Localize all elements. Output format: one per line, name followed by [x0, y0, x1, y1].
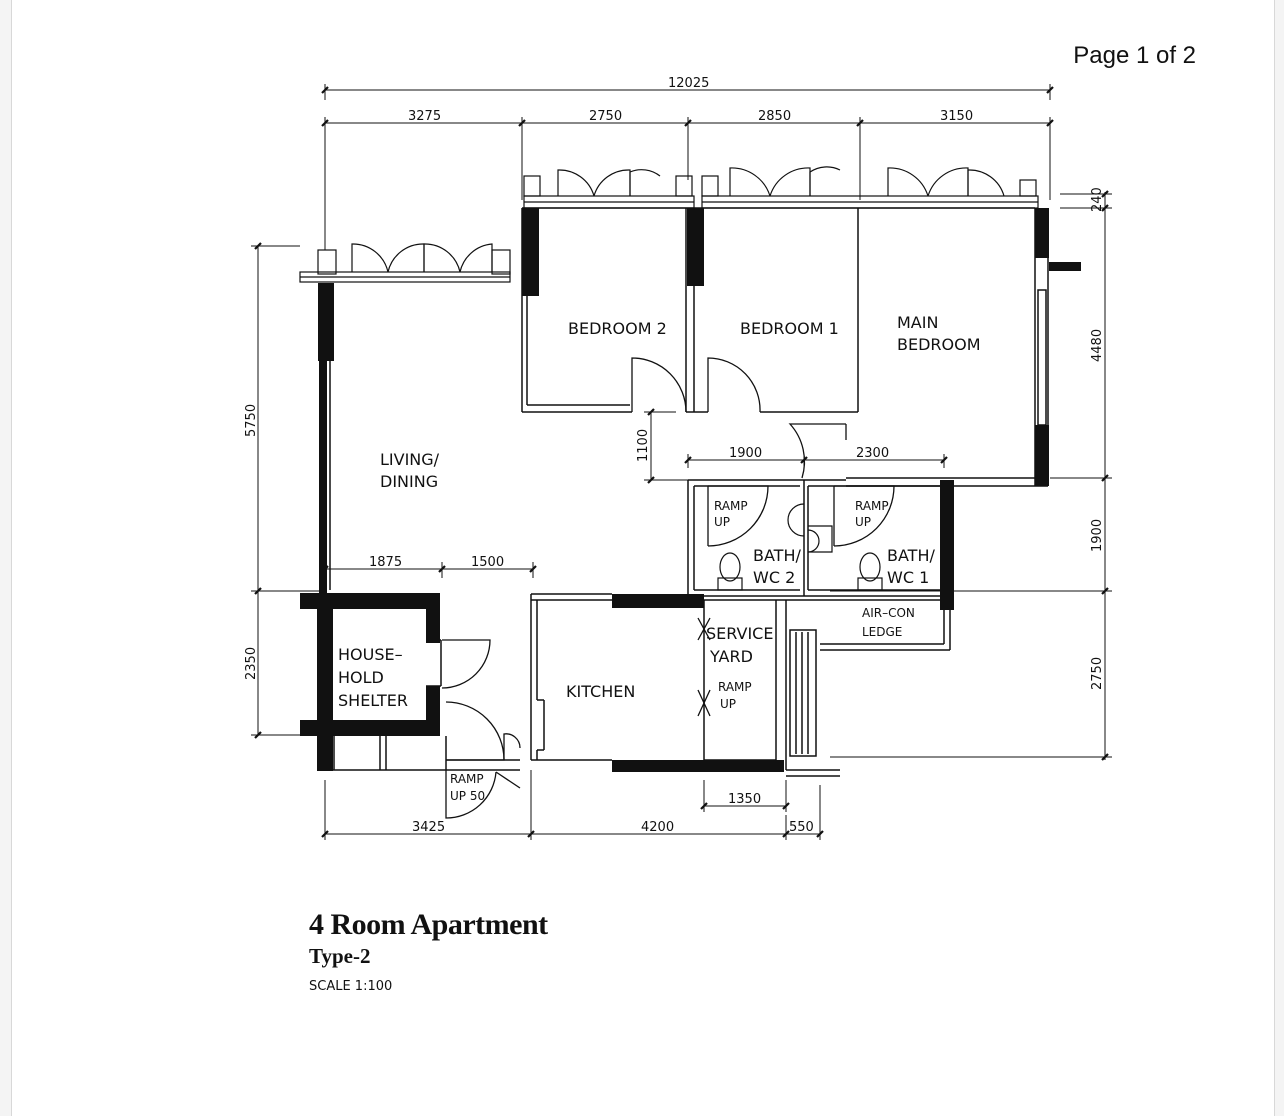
- ramp-entry-line2: UP 50: [450, 789, 485, 803]
- dim-right-2750: 2750: [1090, 657, 1105, 690]
- dim-inner-2300: 2300: [856, 446, 889, 461]
- ramp-bath1-line1: RAMP: [855, 499, 889, 513]
- room-living-dining-line2: DINING: [380, 472, 438, 491]
- dim-bottom-3425: 3425: [412, 820, 445, 835]
- thick-walls: [300, 208, 1081, 772]
- plan-title: 4 Room Apartment: [309, 908, 548, 941]
- room-service-yard-line2: YARD: [709, 647, 753, 666]
- room-living-dining-line1: LIVING/: [380, 450, 440, 469]
- document-page: [11, 0, 1275, 1116]
- dim-left-2350: 2350: [244, 647, 259, 680]
- dim-left-5750: 5750: [244, 404, 259, 437]
- room-labels: BEDROOM 2 BEDROOM 1 MAIN BEDROOM LIVING/…: [338, 313, 981, 803]
- room-main-bedroom-line2: BEDROOM: [897, 335, 981, 354]
- title-block: 4 Room Apartment Type-2 SCALE 1:100: [309, 908, 548, 994]
- dim-right-4480: 4480: [1090, 329, 1105, 362]
- ramp-service-line2: UP: [720, 697, 736, 711]
- dim-top-3275: 3275: [408, 109, 441, 124]
- dim-top-2750: 2750: [589, 109, 622, 124]
- ramp-bath2-line2: UP: [714, 515, 730, 529]
- ramp-bath1-line2: UP: [855, 515, 871, 529]
- room-bedroom-1: BEDROOM 1: [740, 319, 839, 338]
- room-shelter-line2: HOLD: [338, 668, 384, 687]
- dim-right-1900: 1900: [1090, 519, 1105, 552]
- room-bath1-line1: BATH/: [887, 546, 935, 565]
- room-kitchen: KITCHEN: [566, 682, 635, 701]
- room-bedroom-2: BEDROOM 2: [568, 319, 667, 338]
- plan-subtitle: Type-2: [309, 944, 371, 968]
- dim-inner-1500: 1500: [471, 555, 504, 570]
- dim-top-3150: 3150: [940, 109, 973, 124]
- dim-inner-1900: 1900: [729, 446, 762, 461]
- dim-bottom-1350: 1350: [728, 792, 761, 807]
- room-bath2-line1: BATH/: [753, 546, 801, 565]
- room-shelter-line3: SHELTER: [338, 691, 408, 710]
- plan-scale: SCALE 1:100: [309, 979, 393, 994]
- dim-inner-1875: 1875: [369, 555, 402, 570]
- windows: [299, 166, 1039, 283]
- dim-top-2850: 2850: [758, 109, 791, 124]
- ramp-bath2-line1: RAMP: [714, 499, 748, 513]
- room-bath1-line2: WC 1: [887, 568, 929, 587]
- doors: [441, 357, 895, 819]
- ramp-entry-line1: RAMP: [450, 772, 484, 786]
- room-main-bedroom-line1: MAIN: [897, 313, 938, 332]
- room-aircon-line2: LEDGE: [862, 625, 902, 639]
- dimension-ticks: [254, 86, 1109, 838]
- dim-overall-width: 12025: [668, 76, 709, 91]
- dim-bottom-550: 550: [789, 820, 814, 835]
- ramp-service-line1: RAMP: [718, 680, 752, 694]
- dim-inner-1100: 1100: [636, 429, 651, 462]
- dim-bottom-4200: 4200: [641, 820, 674, 835]
- room-bath2-line2: WC 2: [753, 568, 795, 587]
- dim-right-240: 240: [1090, 187, 1105, 212]
- room-aircon-line1: AIR–CON: [862, 606, 915, 620]
- room-shelter-line1: HOUSE–: [338, 645, 403, 664]
- dimension-labels: 12025 3275 2750 2850 3150 240 4480 1900 …: [244, 76, 1105, 835]
- page-number: Page 1 of 2: [1073, 42, 1196, 69]
- room-service-yard-line1: SERVICE: [706, 624, 773, 643]
- bath-fixtures: [717, 503, 883, 591]
